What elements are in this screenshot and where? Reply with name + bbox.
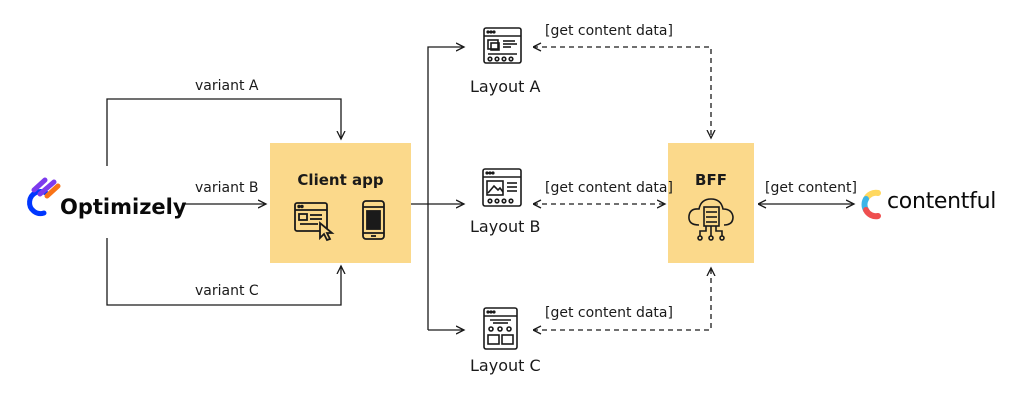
layout-c-icon <box>483 307 518 350</box>
variant-b-label: variant B <box>195 180 259 196</box>
variant-c-label: variant C <box>195 283 259 299</box>
variant-a-label: variant A <box>195 78 259 94</box>
connector-bff-layout-a <box>533 47 711 138</box>
bff-title: BFF <box>695 171 727 189</box>
edge-label-layout-b: [get content data] <box>545 180 673 196</box>
layout-b-label: Layout B <box>470 217 541 236</box>
client-app-title: Client app <box>297 171 384 189</box>
connector-variant-c <box>106 238 341 306</box>
optimizely-wordmark: Optimizely <box>60 195 187 219</box>
contentful-wordmark: contentful <box>887 189 997 214</box>
layout-c-label: Layout C <box>470 356 541 375</box>
layout-a-icon <box>483 27 522 64</box>
bff-connectors <box>533 47 711 330</box>
client-app-icons-overlay <box>294 200 385 242</box>
optimizely-logo-mark <box>27 177 61 217</box>
bff-box: BFF <box>668 143 754 263</box>
edge-label-contentful: [get content] <box>765 180 857 196</box>
contentful-logo-mark <box>861 189 881 220</box>
connector-bff-layout-c <box>533 268 711 330</box>
variant-connectors <box>106 98 341 306</box>
layout-a-label: Layout A <box>470 77 541 96</box>
layout-b-icon <box>482 168 522 207</box>
layout-connectors <box>411 47 464 330</box>
client-app-box: Client app <box>270 143 411 263</box>
edge-label-layout-c: [get content data] <box>545 305 673 321</box>
edge-label-layout-a: [get content data] <box>545 23 673 39</box>
connector-variant-a <box>106 98 341 166</box>
bff-icon-overlay <box>688 198 734 241</box>
connector-layout-a <box>427 47 464 330</box>
